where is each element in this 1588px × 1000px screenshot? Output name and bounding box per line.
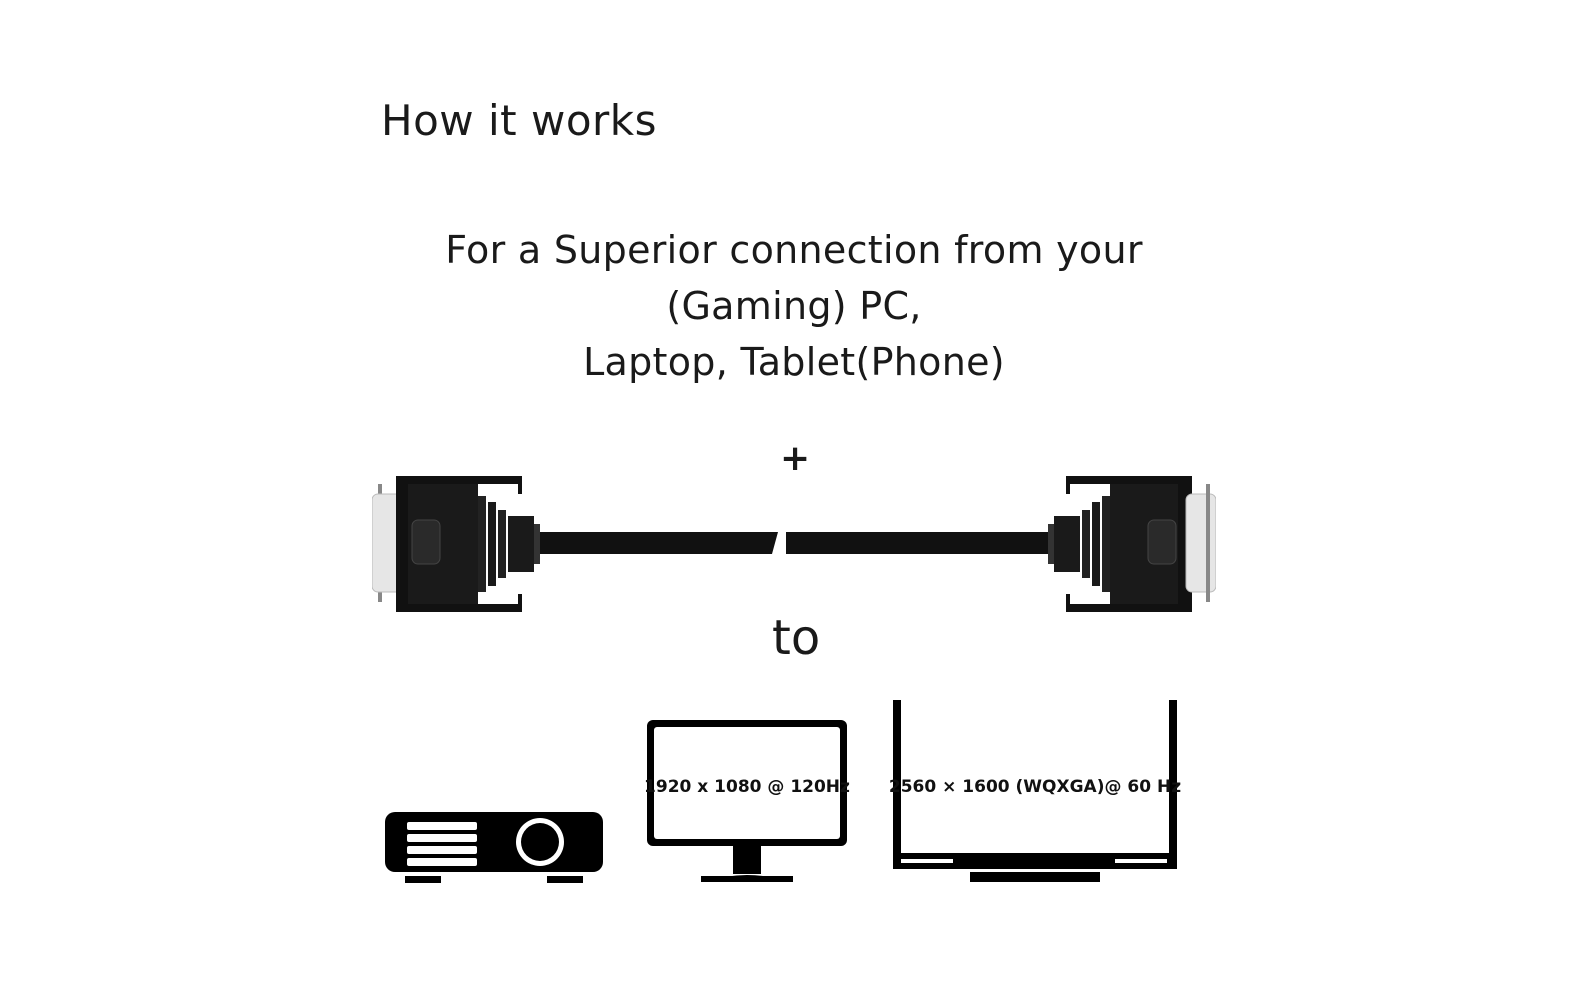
page-title: How it works — [381, 96, 657, 145]
subtitle: For a Superior connection from your (Gam… — [330, 222, 1258, 390]
monitor-icon: 1920 x 1080 @ 120Hz — [644, 720, 850, 882]
subtitle-line-1: For a Superior connection from your — [445, 228, 1143, 272]
plus-symbol: + — [780, 438, 811, 479]
projector-icon — [385, 812, 603, 883]
left-connector — [372, 476, 540, 612]
large-display-icon: 2560 × 1600 (WQXGA)@ 60 Hz — [889, 700, 1181, 882]
to-label: to — [772, 610, 821, 666]
monitor-resolution-label: 1920 x 1080 @ 120Hz — [644, 777, 850, 797]
display-resolution-label: 2560 × 1600 (WQXGA)@ 60 Hz — [889, 777, 1181, 797]
right-connector — [1048, 476, 1216, 612]
subtitle-line-3: Laptop, Tablet(Phone) — [583, 340, 1005, 384]
dvi-cable-icon — [372, 476, 1216, 612]
subtitle-line-2: (Gaming) PC, — [666, 284, 922, 328]
devices-group: 1920 x 1080 @ 120Hz 2560 × 1600 (WQXGA)@… — [385, 700, 1181, 883]
